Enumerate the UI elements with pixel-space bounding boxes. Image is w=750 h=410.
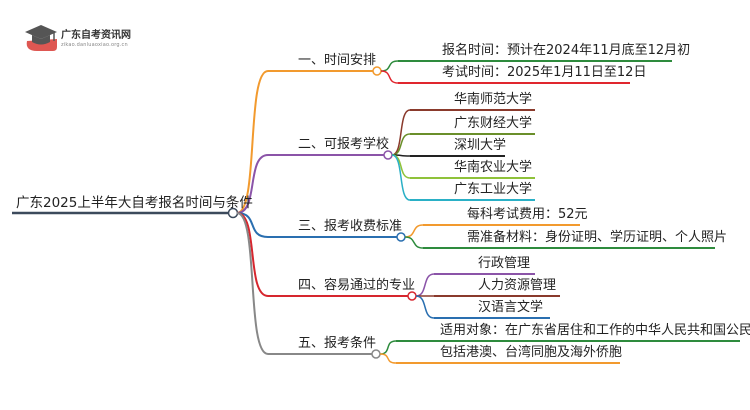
root-node[interactable]: 广东2025上半年大自考报名时间与条件 bbox=[16, 195, 253, 211]
child-node[interactable]: 广东财经大学 bbox=[454, 116, 533, 131]
branch-connector bbox=[236, 70, 269, 214]
logo-title: 广东自考资讯网 bbox=[61, 30, 131, 41]
child-connector bbox=[415, 273, 435, 297]
graduation-cap-icon bbox=[25, 25, 57, 51]
child-node[interactable]: 人力资源管理 bbox=[478, 278, 557, 293]
branch-node[interactable]: 二、可报考学校 bbox=[298, 137, 390, 152]
child-connector bbox=[391, 154, 411, 201]
child-connector bbox=[379, 353, 397, 364]
child-connector bbox=[379, 340, 397, 355]
child-node[interactable]: 华南农业大学 bbox=[454, 160, 533, 175]
branch-connector bbox=[236, 154, 269, 214]
child-connector bbox=[380, 70, 399, 84]
branch-node[interactable]: 四、容易通过的专业 bbox=[298, 278, 416, 293]
child-node[interactable]: 汉语言文学 bbox=[478, 300, 544, 315]
child-connector bbox=[391, 109, 411, 156]
branch-node[interactable]: 三、报考收费标准 bbox=[298, 219, 403, 234]
branch-node[interactable]: 一、时间安排 bbox=[298, 53, 377, 68]
child-node[interactable]: 深圳大学 bbox=[454, 138, 507, 153]
branch-connector bbox=[236, 212, 269, 355]
child-node[interactable]: 报名时间：预计在2024年11月底至12月初 bbox=[442, 43, 691, 58]
logo-subtitle: zikao.danluaoxiao.org.cn bbox=[61, 42, 128, 48]
child-node[interactable]: 行政管理 bbox=[478, 256, 531, 271]
child-connector bbox=[415, 295, 435, 319]
child-node[interactable]: 适用对象：在广东省居住和工作的中华人民共和国公民 bbox=[440, 323, 750, 338]
branch-node[interactable]: 五、报考条件 bbox=[298, 336, 377, 351]
child-node[interactable]: 考试时间：2025年1月11日至12日 bbox=[442, 65, 647, 80]
child-connector bbox=[380, 60, 399, 72]
child-node[interactable]: 包括港澳、台湾同胞及海外侨胞 bbox=[440, 345, 623, 360]
child-connector bbox=[404, 224, 424, 238]
child-node[interactable]: 需准备材料：身份证明、学历证明、个人照片 bbox=[467, 230, 728, 245]
site-logo: 广东自考资讯网 zikao.danluaoxiao.org.cn bbox=[23, 21, 163, 61]
child-connector bbox=[404, 236, 424, 249]
child-node[interactable]: 每科考试费用：52元 bbox=[467, 207, 588, 222]
child-node[interactable]: 华南师范大学 bbox=[454, 92, 533, 107]
child-node[interactable]: 广东工业大学 bbox=[454, 182, 533, 197]
